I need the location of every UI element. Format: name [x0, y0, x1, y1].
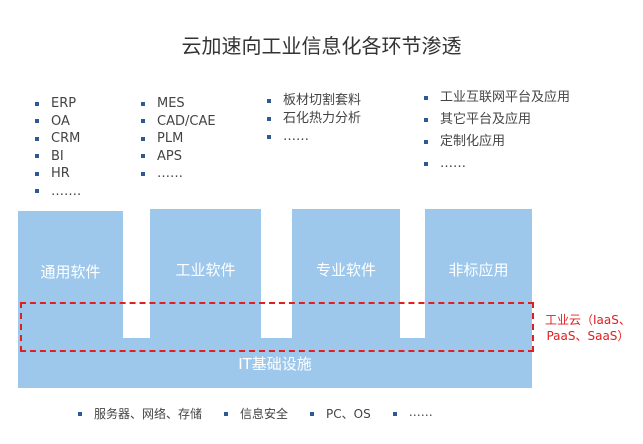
list-item: MES: [141, 95, 216, 113]
list-item: 其它平台及应用: [424, 109, 570, 131]
list-item: ……: [141, 165, 216, 183]
industrial-cloud-label: 工业云（IaaS、 PaaS、SaaS）: [545, 312, 631, 344]
list-item: CRM: [35, 130, 81, 148]
list-item: OA: [35, 113, 81, 131]
box-professional-software: 专业软件: [292, 209, 400, 360]
list-item: HR: [35, 165, 81, 183]
box-label: 工业软件: [175, 261, 236, 279]
list-item: 服务器、网络、存储: [78, 405, 202, 422]
list-item: ……: [267, 128, 361, 146]
list-item: 定制化应用: [424, 131, 570, 153]
cloud-line: 工业云（IaaS、: [545, 313, 631, 327]
list-item: …….: [35, 183, 81, 201]
list-item: ERP: [35, 95, 81, 113]
list-item: APS: [141, 148, 216, 166]
list-item: 信息安全: [224, 405, 288, 422]
industrial-cloud-outline: [20, 302, 534, 352]
list-item: ……: [392, 405, 433, 422]
box-label: IT基础设施: [238, 355, 312, 373]
diagram-title: 云加速向工业信息化各环节渗透: [181, 34, 462, 58]
list-item: PC、OS: [310, 405, 371, 422]
list-nonstandard: 工业互联网平台及应用 其它平台及应用 定制化应用 ……: [424, 87, 570, 175]
list-item: 工业互联网平台及应用: [424, 87, 570, 109]
box-it-infrastructure: IT基础设施: [18, 338, 532, 388]
list-professional: 板材切割套料 石化热力分析 ……: [267, 92, 361, 146]
list-item: ……: [424, 153, 570, 175]
list-item: 石化热力分析: [267, 110, 361, 128]
box-general-software: 通用软件: [18, 211, 123, 363]
infra-list: 服务器、网络、存储 信息安全 PC、OS ……: [78, 405, 433, 422]
list-industrial: MES CAD/CAE PLM APS ……: [141, 95, 216, 183]
list-item: CAD/CAE: [141, 113, 216, 131]
box-label: 通用软件: [40, 263, 101, 281]
box-label: 非标应用: [448, 261, 509, 279]
cloud-line: PaaS、SaaS）: [546, 329, 630, 343]
box-label: 专业软件: [315, 261, 376, 279]
box-nonstandard-apps: 非标应用: [425, 209, 532, 360]
list-general: ERP OA CRM BI HR …….: [35, 95, 81, 200]
list-item: BI: [35, 148, 81, 166]
list-item: 板材切割套料: [267, 92, 361, 110]
list-item: PLM: [141, 130, 216, 148]
box-industrial-software: 工业软件: [150, 209, 261, 360]
